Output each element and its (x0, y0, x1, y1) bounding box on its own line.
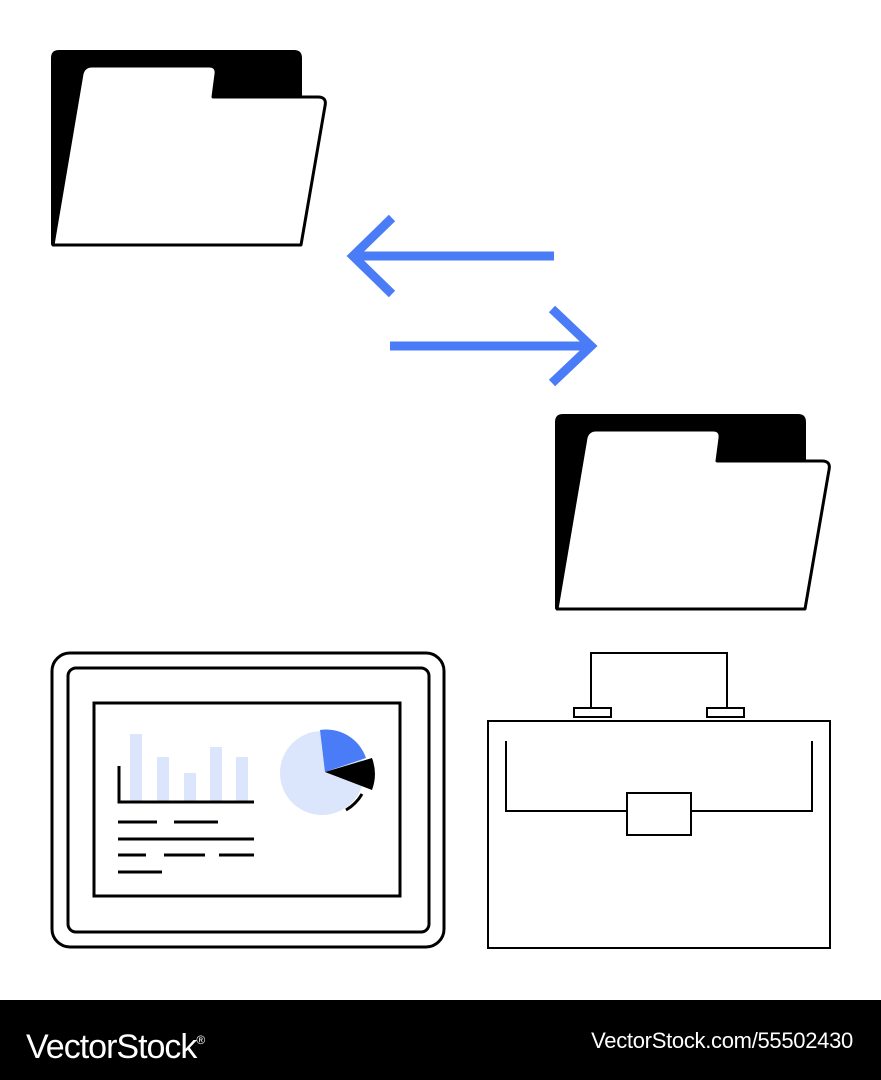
registered-mark: ® (196, 1033, 205, 1047)
watermark-bar: VectorStock® VectorStock.com/55502430 (0, 1000, 881, 1080)
stock-id-label: VectorStock.com/55502430 (591, 1028, 853, 1053)
brand-name: VectorStock (26, 1028, 197, 1066)
vectorstock-logo: VectorStock® (26, 1020, 205, 1067)
text-lines (118, 820, 254, 874)
illustration (50, 50, 831, 949)
folder-icon (555, 414, 831, 611)
arrow-left-icon (346, 214, 554, 298)
folder-icon (51, 50, 327, 247)
briefcase-icon (487, 652, 831, 949)
tablet-icon (50, 651, 446, 949)
arrow-right-icon (390, 305, 598, 387)
pie-chart-icon (280, 729, 375, 815)
bar-chart-icon (117, 734, 254, 804)
